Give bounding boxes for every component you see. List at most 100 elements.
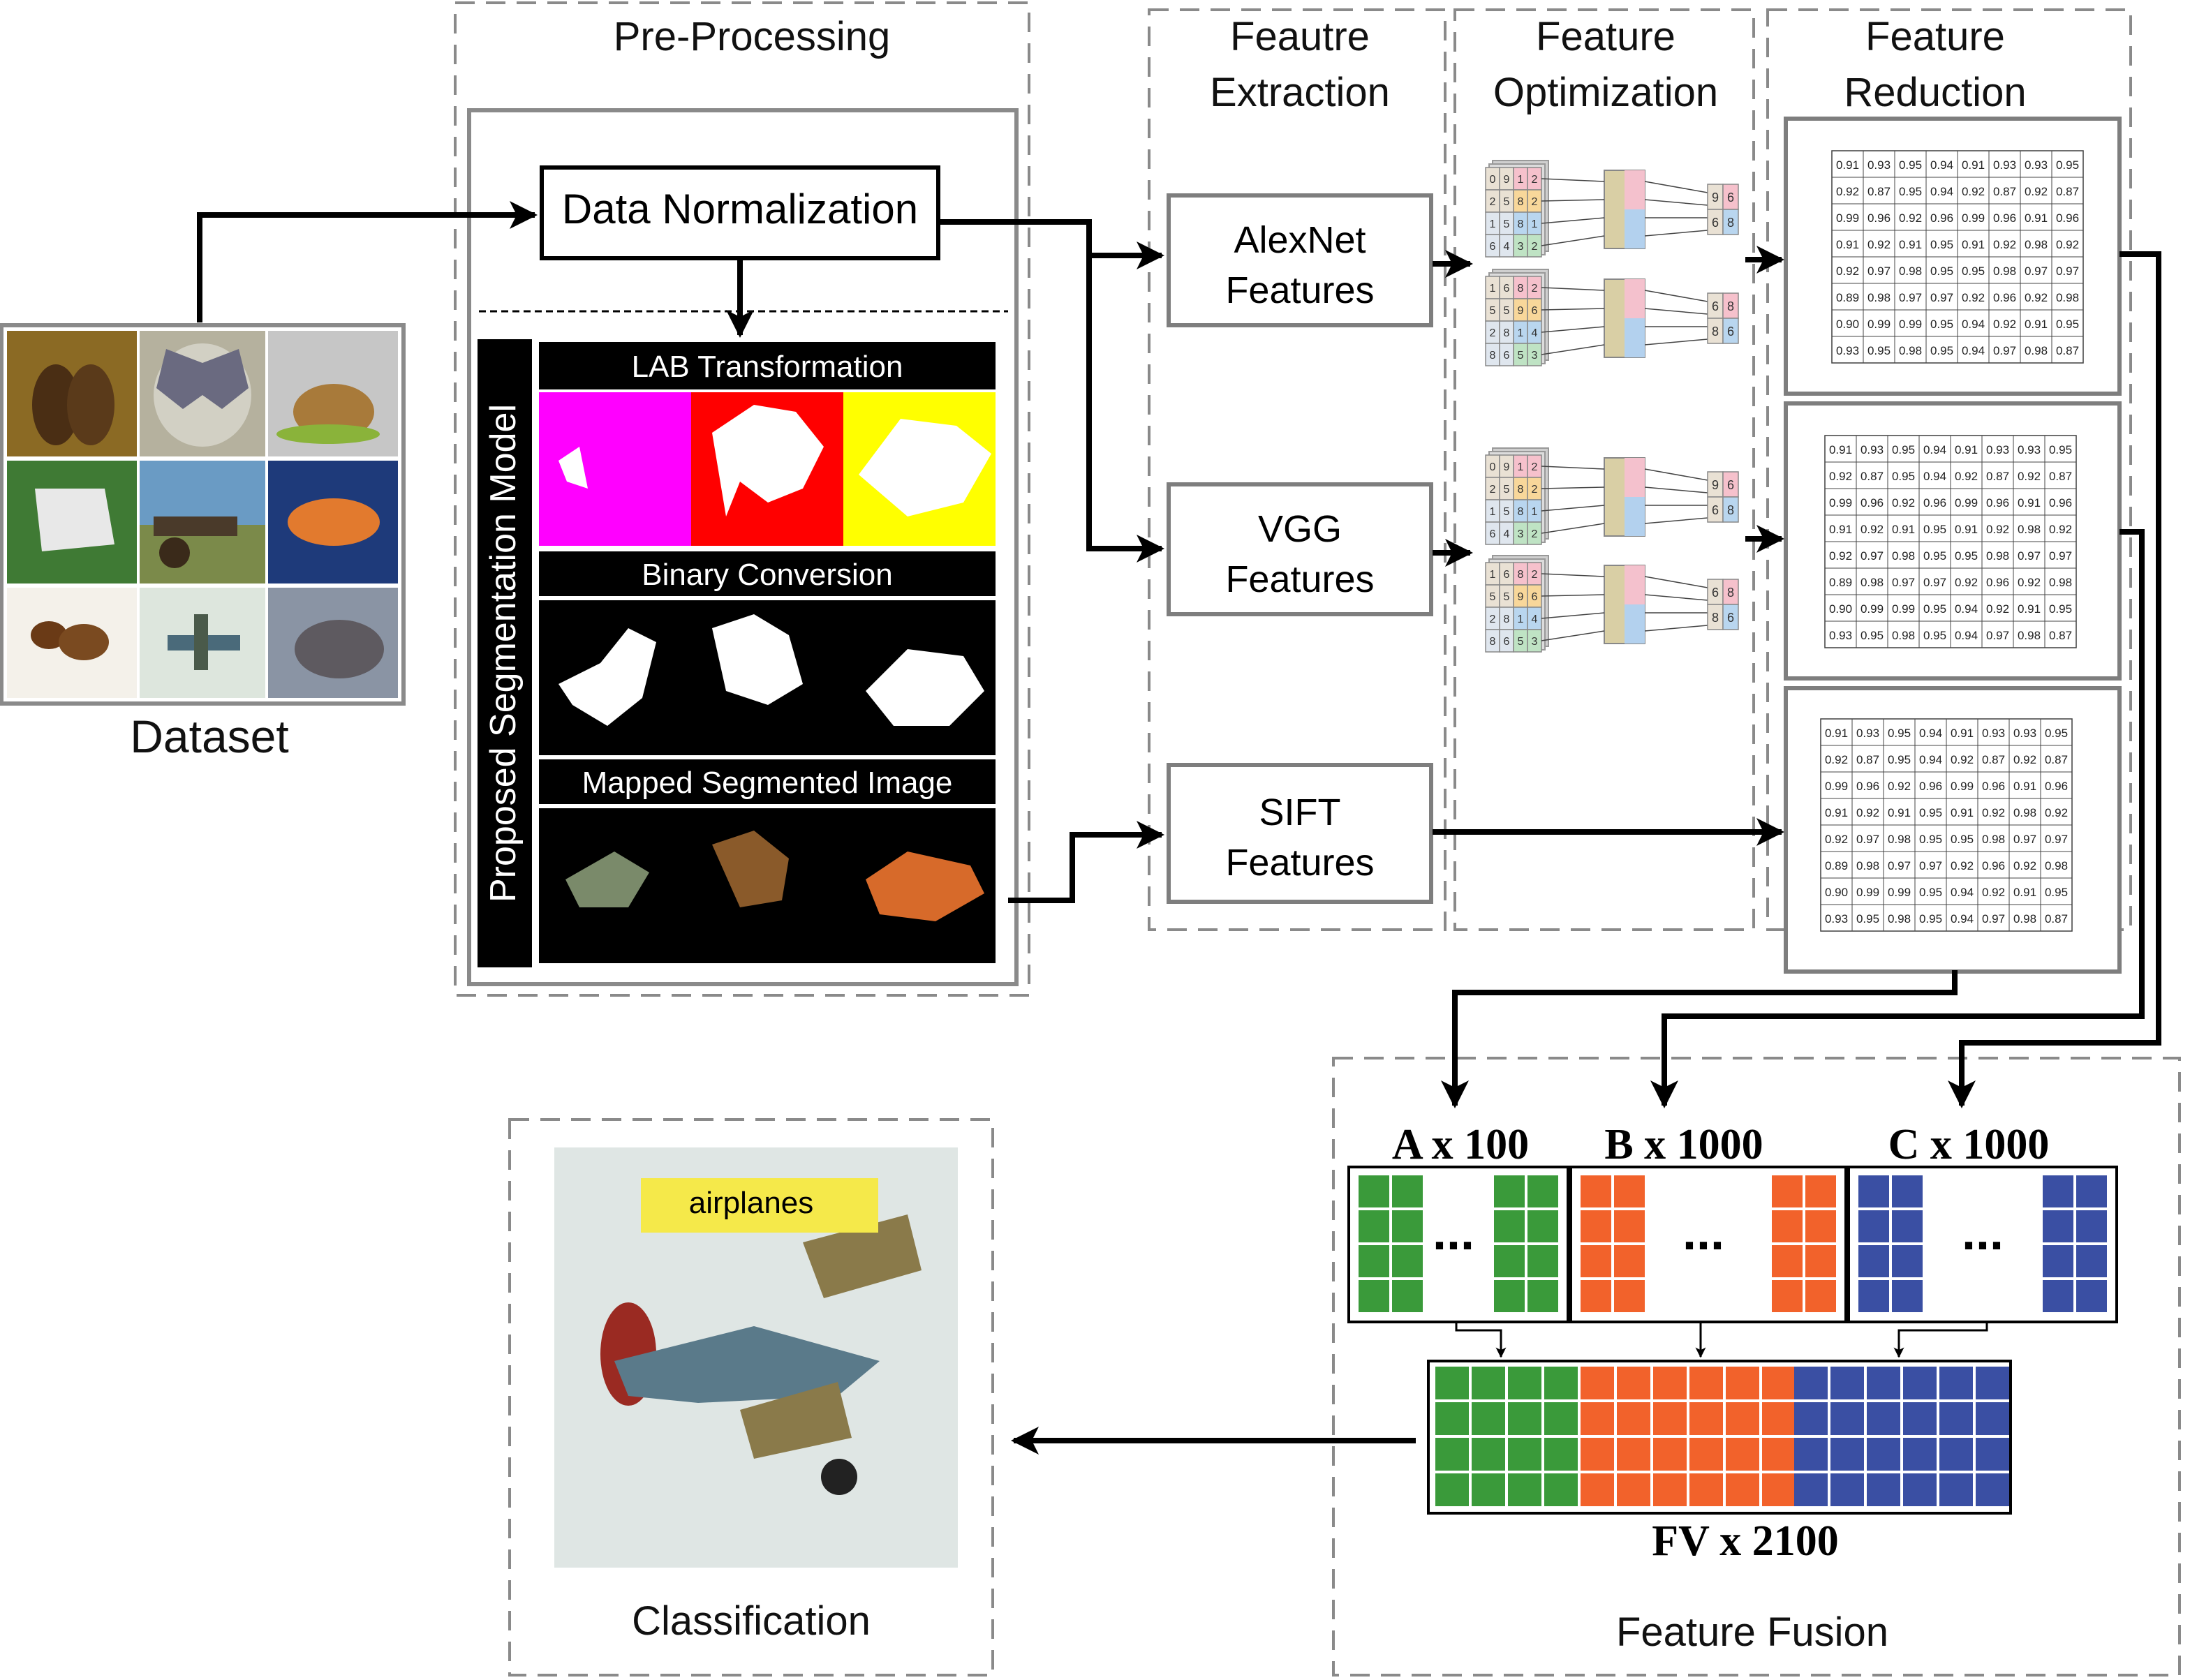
table-value: 0.95	[1892, 470, 1915, 483]
fused-cell-a	[1435, 1402, 1469, 1435]
alexnet-box: AlexNet Features	[1167, 193, 1433, 327]
table-cell	[2051, 336, 2084, 364]
opt-cell-value: 1	[1532, 506, 1538, 518]
table-value: 0.92	[1856, 806, 1879, 819]
table-value: 0.95	[1930, 238, 1953, 251]
opt-out-value: 8	[1727, 216, 1734, 230]
fused-cell-c	[1830, 1367, 1864, 1399]
table-value: 0.90	[1829, 602, 1852, 616]
opt-cell-value: 1	[1532, 218, 1538, 230]
opt-link	[1541, 287, 1605, 291]
table-value: 0.93	[2025, 158, 2048, 172]
table-value: 0.92	[2013, 859, 2036, 872]
opt-out-value: 9	[1712, 191, 1719, 205]
opt-cell-value: 9	[1518, 591, 1524, 603]
fusion-cell-b	[1805, 1280, 1836, 1312]
opt-pool-bottom	[1625, 209, 1645, 248]
table-value: 0.95	[2049, 602, 2072, 616]
table-value: 0.95	[1919, 886, 1942, 899]
table-value: 0.95	[1919, 833, 1942, 846]
opt-link	[1541, 523, 1605, 534]
opt-link	[1541, 178, 1605, 182]
opt-link	[1541, 344, 1605, 355]
table-value: 0.91	[1962, 158, 1985, 172]
mapped-label: Mapped Segmented Image	[582, 766, 953, 800]
fusion-cell-b	[1805, 1175, 1836, 1207]
table-value: 0.92	[1829, 549, 1852, 563]
fusion-cell-a	[1527, 1175, 1558, 1207]
table-value: 0.98	[2056, 291, 2079, 304]
opt-cell-value: 8	[1518, 569, 1524, 581]
table-value: 0.92	[1867, 238, 1891, 251]
opt-link	[1541, 594, 1605, 597]
opt-out-value: 6	[1727, 191, 1734, 205]
opt-pool-top	[1625, 565, 1645, 604]
opt-cell-value: 4	[1504, 241, 1510, 253]
table-value: 0.94	[1930, 185, 1953, 198]
table-value: 0.97	[1923, 576, 1946, 589]
fusion-cell-c	[1892, 1280, 1923, 1312]
svg-text:SIFT: SIFT	[1259, 791, 1341, 833]
table-value: 0.96	[1993, 291, 2016, 304]
opt-cell-value: 2	[1532, 484, 1538, 496]
opt-pool-top	[1625, 170, 1645, 209]
table-value: 0.97	[2049, 549, 2072, 563]
lab-transformation-panel: LAB Transformation	[539, 342, 996, 546]
fused-cell-a	[1544, 1402, 1578, 1435]
table-value: 0.98	[1986, 549, 2009, 563]
fusion-cell-b	[1581, 1210, 1611, 1242]
fusion-c-label: C x 1000	[1888, 1121, 2050, 1168]
ellipsis-b: ...	[1682, 1205, 1724, 1261]
table-value: 0.95	[1856, 912, 1879, 926]
opt-link	[1644, 339, 1708, 345]
classification-frame	[508, 1118, 994, 1677]
table-value: 0.97	[1860, 549, 1884, 563]
opt-cell-value: 2	[1490, 484, 1496, 496]
fused-cell-a	[1508, 1402, 1541, 1435]
fusion-cell-a	[1494, 1175, 1525, 1207]
table-value: 0.99	[1825, 780, 1848, 793]
opt-link	[1541, 199, 1605, 202]
opt-out-value: 6	[1727, 478, 1734, 492]
fused-cell-b	[1653, 1402, 1687, 1435]
table-value: 0.92	[1836, 265, 1859, 278]
fused-cell-a	[1472, 1473, 1505, 1506]
table-value: 0.92	[2013, 753, 2036, 766]
table-value: 0.98	[1899, 265, 1922, 278]
table-value: 0.92	[1899, 211, 1922, 225]
fused-cell-b	[1689, 1473, 1723, 1506]
arrow-reduction-to-b	[1650, 529, 2145, 1108]
table-value: 0.87	[1867, 185, 1891, 198]
fusion-cell-a	[1359, 1210, 1389, 1242]
fused-cell-c	[1867, 1438, 1900, 1471]
fusion-cell-a	[1527, 1245, 1558, 1277]
table-value: 0.98	[2025, 238, 2048, 251]
table-value: 0.94	[1923, 470, 1946, 483]
opt-cell-value: 6	[1504, 569, 1510, 581]
table-value: 0.94	[1955, 602, 1978, 616]
fused-cell-c	[1939, 1473, 1973, 1506]
table-value: 0.96	[1986, 496, 2009, 510]
fused-cell-c	[1794, 1473, 1828, 1506]
fused-cell-a	[1544, 1438, 1578, 1471]
preprocessing-frame	[454, 1, 1030, 997]
table-value: 0.92	[1986, 523, 2009, 536]
fused-cell-a	[1435, 1473, 1469, 1506]
opt-link	[1541, 308, 1605, 311]
table-value: 0.92	[1829, 470, 1852, 483]
table-value: 0.98	[1888, 912, 1911, 926]
optimization-title-line1: Feature	[1536, 14, 1675, 59]
opt-cell-value: 2	[1532, 241, 1538, 253]
fused-cell-c	[1867, 1402, 1900, 1435]
fusion-title: Feature Fusion	[1616, 1610, 1888, 1655]
table-value: 0.93	[1982, 727, 2005, 740]
opt-link	[1541, 235, 1605, 246]
fusion-cell-c	[2076, 1280, 2107, 1312]
table-value: 0.97	[2013, 833, 2036, 846]
table-value: 0.96	[1986, 576, 2009, 589]
opt-out-value: 9	[1712, 478, 1719, 492]
opt-out-value: 6	[1712, 216, 1719, 230]
opt-cell-value: 5	[1504, 196, 1510, 208]
